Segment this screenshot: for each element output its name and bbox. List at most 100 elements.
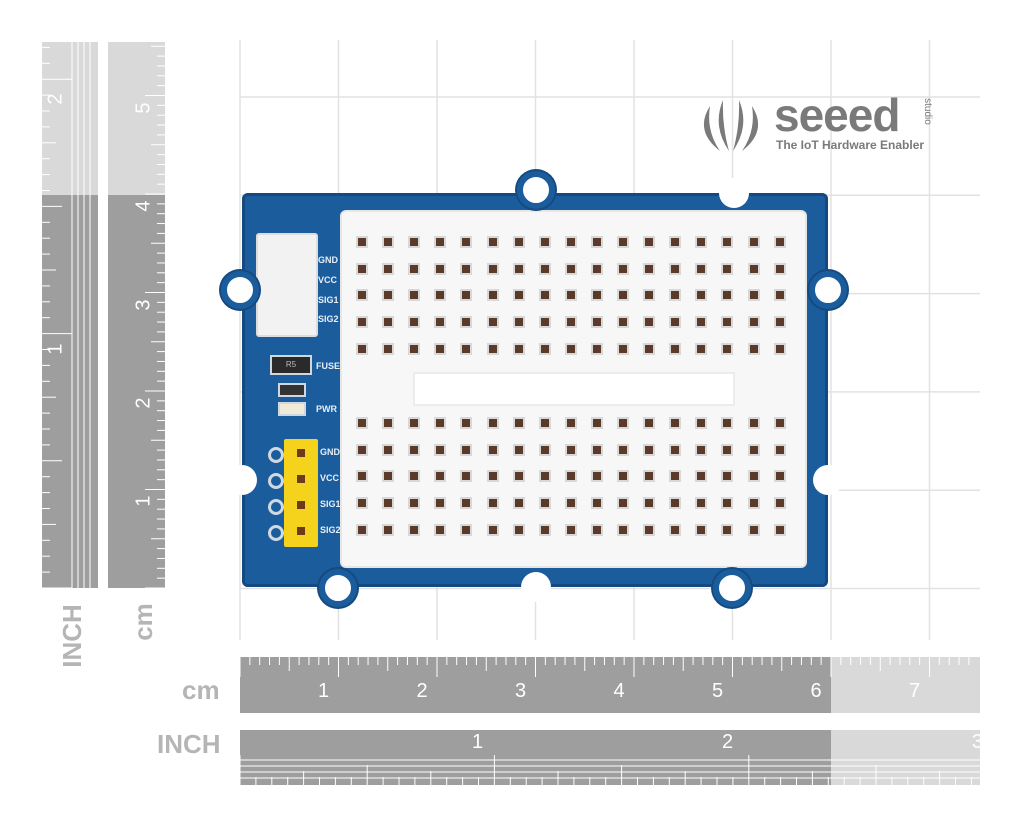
cm-label: 4	[613, 680, 625, 702]
board-notch	[813, 465, 843, 495]
breadboard-hole	[695, 262, 708, 275]
breadboard-hole	[564, 289, 577, 302]
breadboard-hole	[460, 497, 473, 510]
breadboard-hole	[356, 523, 368, 536]
header-label-gnd: GND	[320, 447, 340, 457]
breadboard-hole	[434, 289, 447, 302]
breadboard-hole	[486, 497, 499, 510]
breadboard-hole	[460, 236, 473, 248]
breadboard-hole	[669, 417, 682, 429]
breadboard-hole	[695, 470, 708, 483]
breadboard-hole	[643, 289, 656, 302]
breadboard-hole	[486, 262, 499, 275]
breadboard-hole	[695, 497, 708, 510]
breadboard-hole	[382, 470, 395, 483]
breadboard-hole	[408, 470, 421, 483]
board-notch	[521, 572, 551, 602]
breadboard-hole	[695, 316, 708, 329]
breadboard-hole	[669, 342, 682, 355]
inch-label: 1	[472, 731, 484, 753]
breadboard-hole	[669, 316, 682, 329]
breadboard-hole	[617, 417, 629, 429]
breadboard-hole	[512, 316, 525, 329]
header-pin-pad	[268, 525, 284, 541]
breadboard-hole	[512, 289, 525, 302]
breadboard-hole	[747, 342, 760, 355]
header-label-vcc: VCC	[320, 473, 340, 483]
breadboard-hole	[590, 236, 603, 248]
breadboard-hole	[356, 470, 368, 483]
breadboard-hole	[747, 443, 760, 456]
breadboard-hole	[695, 236, 708, 248]
header-pin-pad	[268, 473, 284, 489]
breadboard-hole	[747, 470, 760, 483]
breadboard-hole	[564, 236, 577, 248]
breadboard-hole	[773, 236, 786, 248]
breadboard-hole	[382, 262, 395, 275]
breadboard-hole	[512, 342, 525, 355]
breadboard-hole	[590, 470, 603, 483]
breadboard-hole	[382, 289, 395, 302]
grove-label-gnd: GND	[318, 255, 338, 265]
header-socket	[297, 527, 305, 535]
cm-label: 6	[810, 680, 822, 702]
breadboard-hole	[669, 236, 682, 248]
breadboard-hole	[408, 417, 421, 429]
breadboard-hole	[538, 443, 551, 456]
breadboard-hole	[695, 342, 708, 355]
breadboard-hole	[382, 236, 395, 248]
breadboard-hole	[564, 523, 577, 536]
breadboard-hole	[721, 262, 734, 275]
breadboard-hole	[695, 289, 708, 302]
breadboard-hole	[773, 316, 786, 329]
breadboard-hole	[617, 236, 629, 248]
breadboard-hole	[617, 470, 629, 483]
breadboard-hole	[617, 316, 629, 329]
breadboard-hole	[590, 289, 603, 302]
breadboard-hole	[356, 342, 368, 355]
brand-name: seeed	[774, 89, 900, 141]
mounting-hole	[221, 271, 259, 309]
brand-sub: studio	[921, 98, 933, 125]
breadboard-hole	[486, 417, 499, 429]
breadboard-hole	[695, 443, 708, 456]
breadboard-hole	[643, 342, 656, 355]
breadboard-hole	[590, 262, 603, 275]
breadboard-hole	[460, 342, 473, 355]
grove-breadboard-module: GND VCC SIG1 SIG2 R5 FUSE PWR GND VCC SI…	[242, 193, 828, 587]
board-notch	[227, 465, 257, 495]
breadboard-hole	[538, 289, 551, 302]
breadboard-hole	[512, 523, 525, 536]
breadboard-hole	[460, 443, 473, 456]
left-inch-ruler	[42, 42, 98, 588]
breadboard-hole	[773, 417, 786, 429]
breadboard-hole	[460, 289, 473, 302]
breadboard-hole	[721, 236, 734, 248]
breadboard-hole	[538, 497, 551, 510]
brand-tagline: The IoT Hardware Enabler	[776, 138, 925, 152]
breadboard-hole	[643, 236, 656, 248]
bottom-inch-ruler	[240, 730, 980, 785]
bottom-cm-ruler-light-part	[831, 657, 980, 713]
breadboard-hole	[747, 417, 760, 429]
breadboard-hole	[669, 470, 682, 483]
breadboard-hole	[408, 262, 421, 275]
seeed-leaf-icon	[703, 100, 759, 151]
breadboard-hole	[460, 262, 473, 275]
breadboard-hole	[643, 497, 656, 510]
breadboard-hole	[590, 316, 603, 329]
breadboard-hole	[434, 443, 447, 456]
bottom-cm-unit: cm	[182, 675, 220, 705]
breadboard-hole	[512, 497, 525, 510]
breadboard-hole	[382, 443, 395, 456]
header-socket	[297, 501, 305, 509]
breadboard-hole	[382, 523, 395, 536]
breadboard-hole	[721, 443, 734, 456]
breadboard-hole	[590, 417, 603, 429]
breadboard-hole	[538, 417, 551, 429]
breadboard-hole	[382, 417, 395, 429]
breadboard-hole	[721, 497, 734, 510]
resistor	[278, 383, 306, 397]
breadboard-hole	[408, 316, 421, 329]
